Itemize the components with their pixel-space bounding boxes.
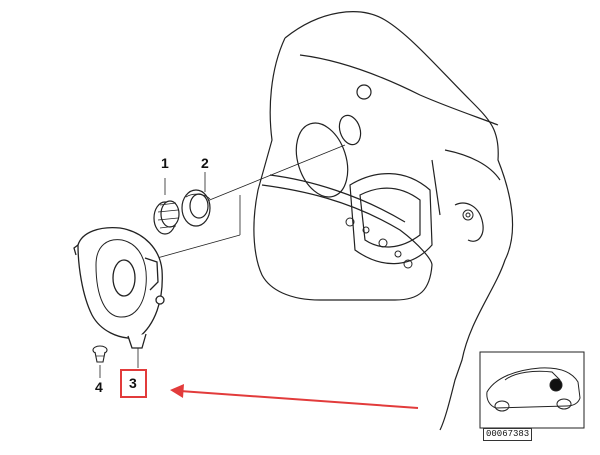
grommet-icon (153, 200, 180, 235)
quarter-panel (253, 11, 514, 431)
panel-openings (295, 84, 433, 265)
panel-controls (345, 209, 474, 269)
callout-3: 3 (129, 375, 137, 391)
callout-2: 2 (201, 155, 209, 171)
callout-1: 1 (161, 155, 169, 171)
highlight-box (120, 369, 147, 398)
speaker-icon (73, 226, 165, 349)
car-silhouette-icon (479, 351, 585, 429)
callout-4: 4 (95, 379, 103, 395)
inset-code: 00067383 (483, 428, 533, 441)
assembly-lines (99, 144, 346, 378)
ring-icon (181, 189, 211, 227)
screw-icon (92, 345, 108, 363)
arrow-icon (170, 384, 419, 409)
